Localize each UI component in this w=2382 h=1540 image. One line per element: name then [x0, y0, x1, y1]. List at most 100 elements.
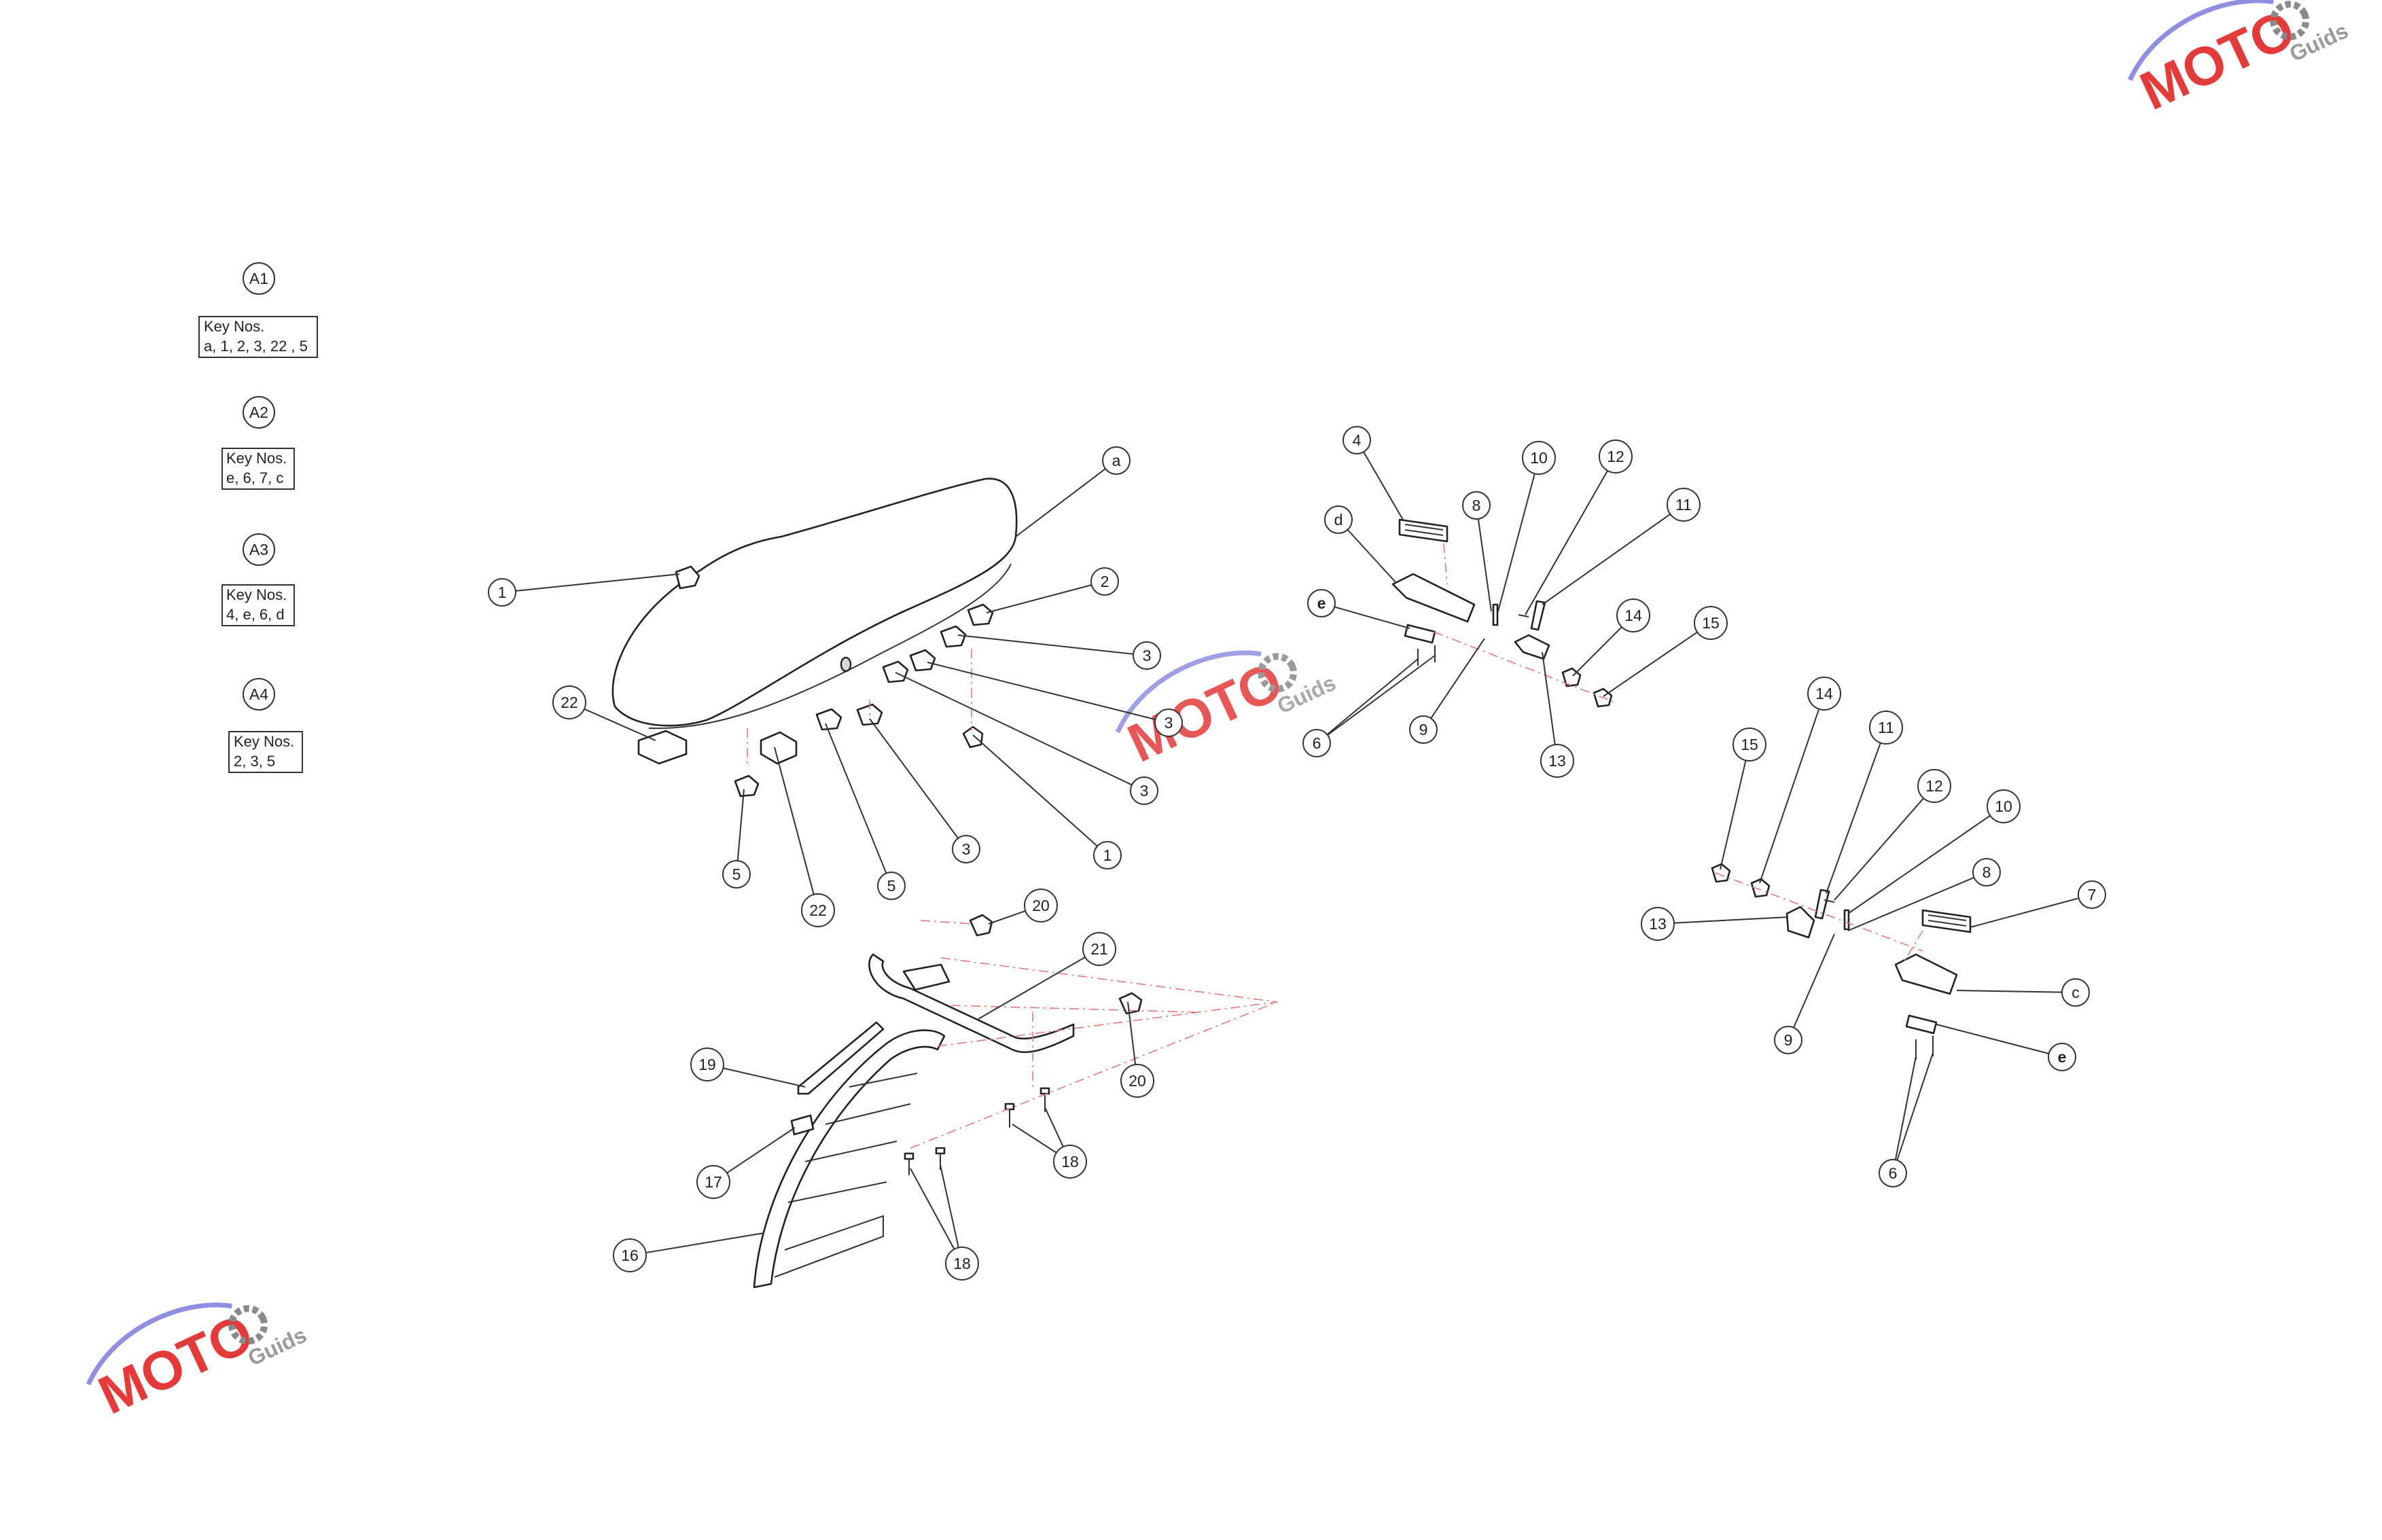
leader-line-21: [978, 956, 1086, 1020]
callout-14-l[interactable]: 14: [1616, 598, 1650, 632]
callout-13-l[interactable]: 13: [1540, 744, 1574, 778]
callout-c[interactable]: c: [2061, 978, 2090, 1007]
leader-line-4: [1363, 451, 1404, 520]
bolt-18-b[interactable]: [1039, 1087, 1050, 1112]
key-box-a2: Key Nos. e, 6, 7, c: [221, 448, 295, 490]
rail-mount-plate[interactable]: [902, 963, 950, 991]
footpeg-c[interactable]: [1894, 953, 1958, 995]
callout-21[interactable]: 21: [1082, 932, 1116, 966]
callout-5-a[interactable]: 5: [722, 860, 751, 889]
callout-e-r[interactable]: e: [2048, 1043, 2076, 1071]
callout-circle: [1694, 606, 1728, 640]
callout-17[interactable]: 17: [696, 1165, 730, 1199]
washer-14-right[interactable]: [1750, 878, 1771, 898]
callout-12-r[interactable]: 12: [1917, 769, 1951, 803]
callout-18-a[interactable]: 18: [1053, 1145, 1087, 1179]
callout-22-a[interactable]: 22: [552, 685, 586, 719]
pin-11-right[interactable]: [1814, 889, 1830, 920]
grab-rail[interactable]: [868, 953, 1075, 1054]
grommet-3c[interactable]: [882, 660, 909, 683]
svg-text:4, e, 6, d: 4, e, 6, d: [226, 606, 285, 623]
callout-circle: [1641, 907, 1675, 941]
leader-line-13-l: [1542, 651, 1556, 745]
callout-10-l[interactable]: 10: [1522, 441, 1556, 475]
bracket-13-left[interactable]: [1514, 634, 1550, 660]
screw-6-left[interactable]: [1417, 645, 1436, 666]
callout-3-a[interactable]: 3: [1133, 641, 1161, 670]
footpeg-clip-e[interactable]: [1404, 624, 1436, 644]
assembly-label-a3[interactable]: A3: [243, 533, 275, 566]
callout-8-r[interactable]: 8: [1972, 858, 2001, 887]
callout-circle: [1879, 1159, 1907, 1187]
callout-label: 18: [953, 1255, 971, 1272]
callout-1-seat[interactable]: 1: [488, 578, 516, 607]
pin-12-left[interactable]: [1518, 614, 1529, 617]
callout-9-l[interactable]: 9: [1409, 715, 1438, 744]
callout-15-r[interactable]: 15: [1732, 728, 1766, 762]
grommet-3b[interactable]: [909, 649, 936, 672]
callout-circle: [1540, 744, 1574, 778]
callout-6-r[interactable]: 6: [1879, 1159, 1907, 1187]
callout-label: 6: [1889, 1164, 1898, 1182]
assembly-label-a2[interactable]: A2: [243, 396, 275, 429]
footpeg-d[interactable]: [1391, 573, 1476, 623]
assembly-label-a4[interactable]: A4: [243, 678, 275, 711]
callout-15-l[interactable]: 15: [1694, 606, 1728, 640]
callout-11-l[interactable]: 11: [1667, 488, 1701, 522]
callout-3-d[interactable]: 3: [952, 835, 980, 863]
grommet-3a[interactable]: [940, 625, 967, 648]
seat-catch-22b[interactable]: [760, 731, 798, 765]
bolt-18-a[interactable]: [1004, 1103, 1015, 1128]
bracket-13-right[interactable]: [1785, 906, 1815, 939]
callout-14-r[interactable]: 14: [1807, 677, 1841, 711]
callout-16[interactable]: 16: [613, 1238, 647, 1272]
nut-15-right[interactable]: [1711, 863, 1731, 883]
seat[interactable]: [611, 478, 1018, 727]
grommet-5a[interactable]: [815, 708, 842, 731]
callout-5-b[interactable]: 5: [877, 872, 906, 900]
grommet-5b[interactable]: [734, 774, 760, 798]
rack-clip-17[interactable]: [790, 1114, 815, 1136]
screw-6-right[interactable]: [1915, 1036, 1934, 1060]
callout-a[interactable]: a: [1102, 446, 1131, 475]
callout-20-a[interactable]: 20: [1024, 889, 1058, 923]
spacer-20-a[interactable]: [969, 914, 993, 937]
callout-20-b[interactable]: 20: [1120, 1064, 1154, 1098]
callout-4[interactable]: 4: [1343, 426, 1371, 454]
callout-12-l[interactable]: 12: [1599, 440, 1633, 473]
callout-2[interactable]: 2: [1090, 567, 1119, 596]
callout-10-r[interactable]: 10: [1987, 789, 2021, 823]
svg-text:Key Nos.: Key Nos.: [234, 733, 294, 750]
footpeg-clip-e-right[interactable]: [1905, 1014, 1938, 1035]
pin-11-left[interactable]: [1530, 600, 1546, 631]
callout-7[interactable]: 7: [2078, 880, 2106, 909]
callout-circle: [2061, 978, 2090, 1007]
callout-8-l[interactable]: 8: [1462, 491, 1491, 520]
spring-10-left[interactable]: [1492, 603, 1499, 626]
callout-22-b[interactable]: 22: [801, 893, 835, 927]
pin-12-right[interactable]: [1824, 899, 1835, 903]
leader-line-9-r: [1793, 933, 1835, 1028]
seat-bumper-top[interactable]: [675, 565, 700, 590]
callout-13-r[interactable]: 13: [1641, 907, 1675, 941]
callout-d[interactable]: d: [1324, 505, 1353, 534]
watermark-logo-top-right: MOTO Guids: [2127, 0, 2352, 122]
callout-18-b[interactable]: 18: [945, 1247, 979, 1281]
seat-catch-22a[interactable]: [637, 730, 688, 765]
callout-1-b[interactable]: 1: [1093, 841, 1122, 870]
leader-line-a: [1015, 468, 1106, 537]
callout-6-l[interactable]: 6: [1302, 729, 1331, 757]
callout-e-l[interactable]: e: [1307, 589, 1336, 617]
spacer-20-b[interactable]: [1118, 992, 1143, 1015]
seat-washer-1[interactable]: [962, 726, 984, 749]
assembly-label-a1[interactable]: A1: [243, 262, 275, 295]
callout-9-r[interactable]: 9: [1774, 1026, 1802, 1054]
callout-19[interactable]: 19: [690, 1047, 724, 1081]
callout-3-b[interactable]: 3: [1154, 709, 1183, 737]
rack-bracket-19[interactable]: [797, 1021, 885, 1095]
spring-10-right[interactable]: [1843, 909, 1850, 931]
callout-3-c[interactable]: 3: [1130, 776, 1158, 805]
grommet-2[interactable]: [967, 603, 994, 626]
callout-11-r[interactable]: 11: [1869, 711, 1903, 745]
bolt-18-c[interactable]: [904, 1152, 914, 1175]
